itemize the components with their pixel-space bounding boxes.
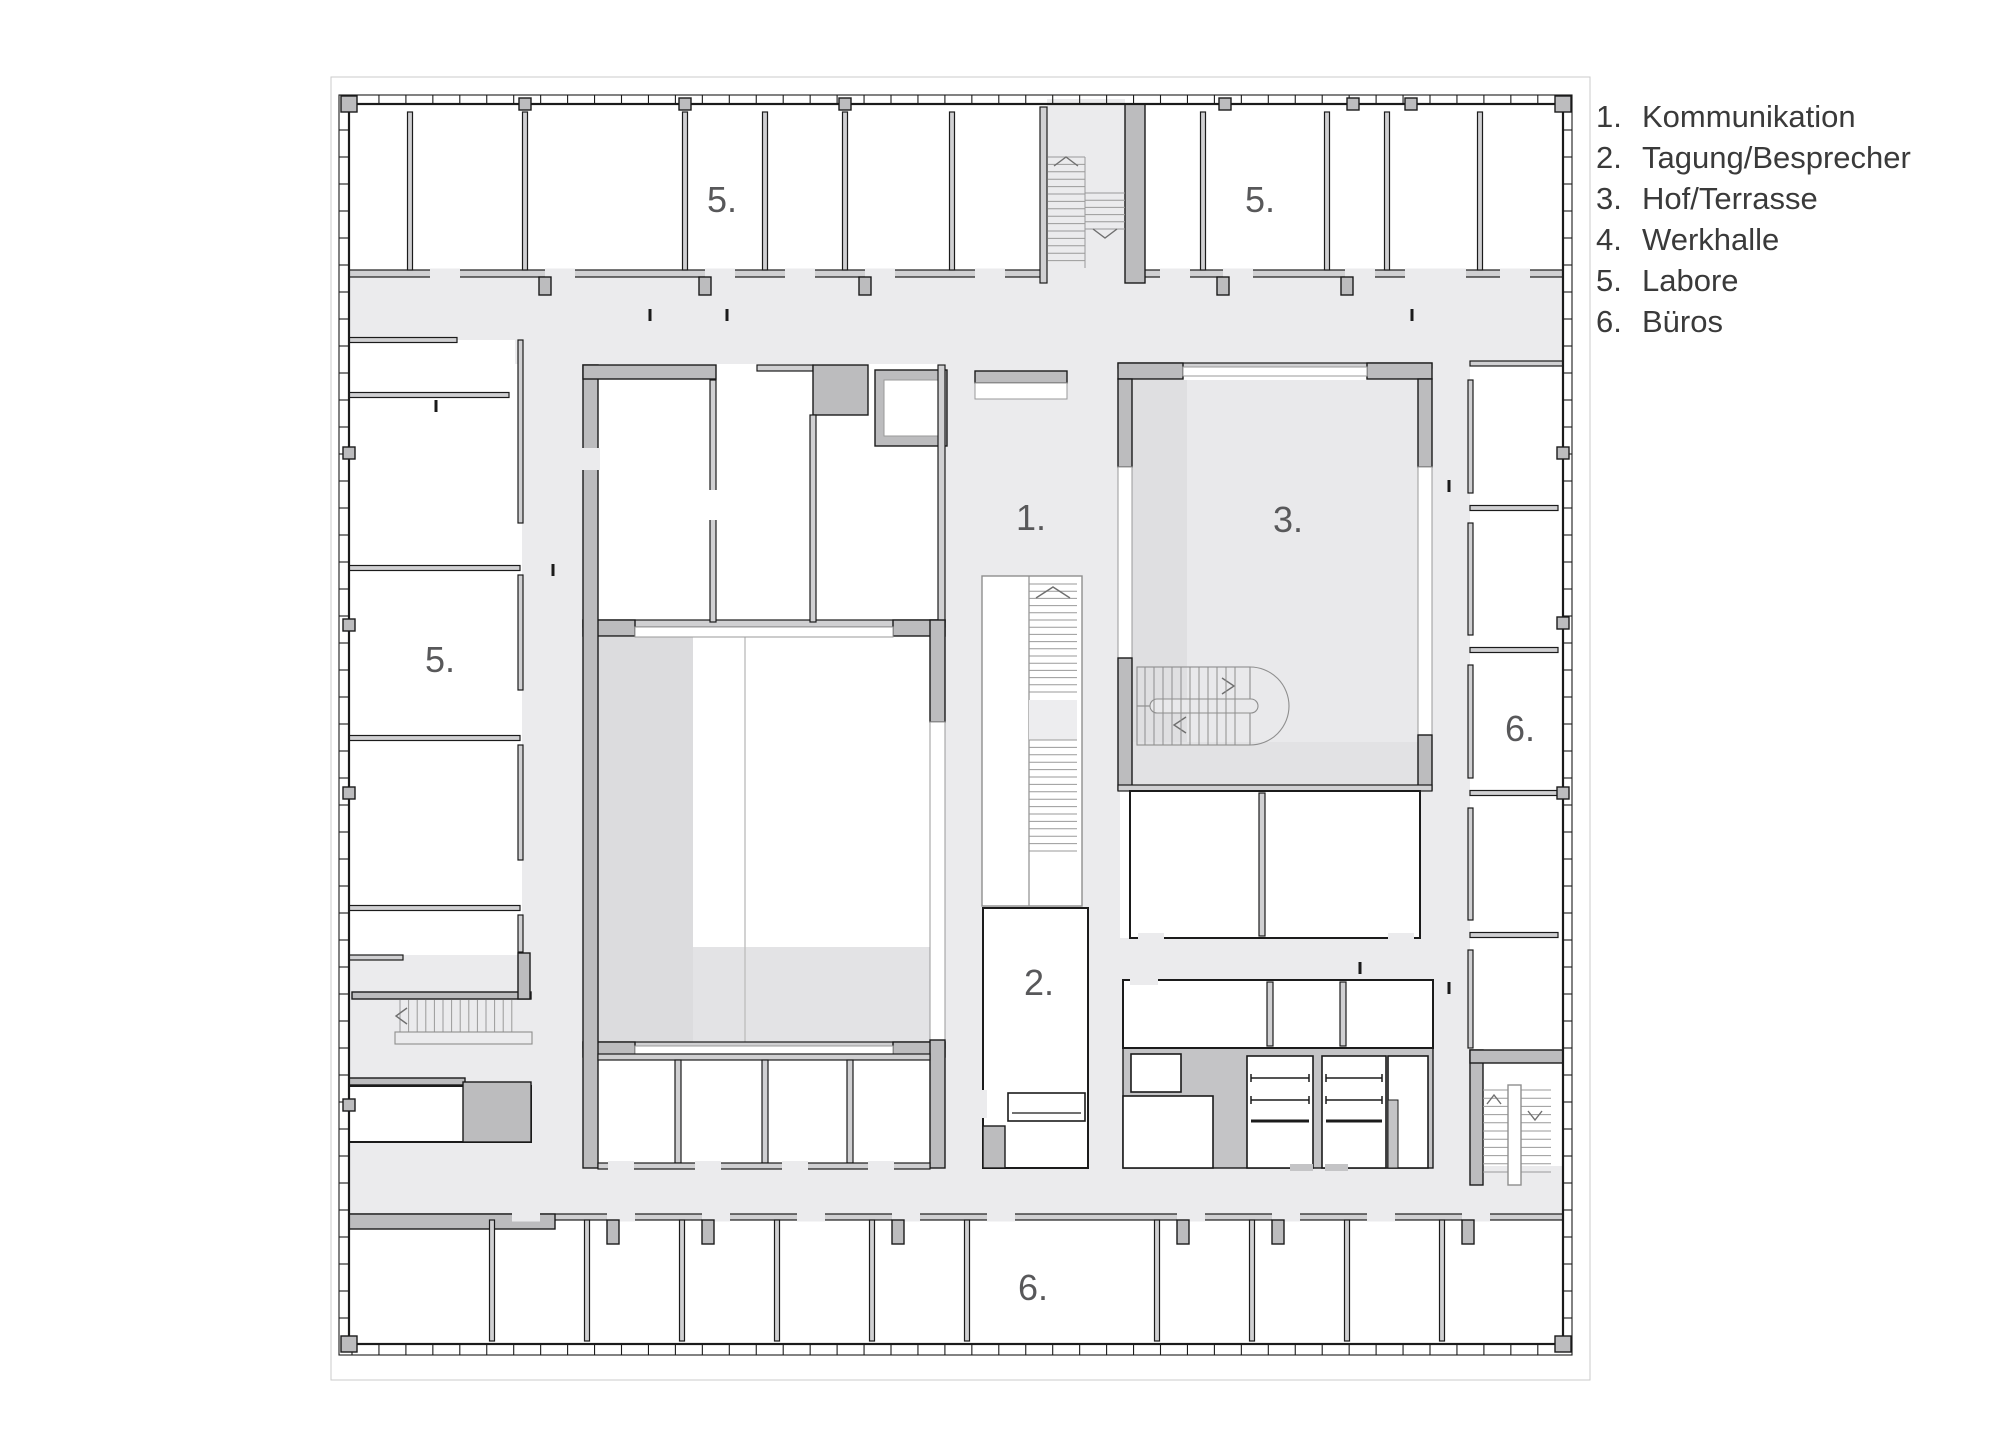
legend-number: 3. [1596,181,1622,216]
legend-label: Kommunikation [1642,99,1856,134]
top-rooms [348,111,1564,296]
bottom-rooms [348,1212,1564,1342]
courtyard-stair [1136,666,1290,746]
room-label-hof-terrasse: 3. [1273,499,1303,540]
legend-label: Tagung/Besprecher [1642,140,1911,175]
legend-number: 5. [1596,263,1622,298]
legend-number: 6. [1596,304,1622,339]
legend-number: 4. [1596,222,1622,257]
room-tagung [982,907,1089,1169]
legend-label: Labore [1642,263,1739,298]
room-labels: 5. 5. 5. 1. 3. 6. 2. 6. [425,179,1535,1308]
room-label-labore-left: 5. [425,639,455,680]
stair-bottom-right [1469,1049,1564,1186]
wc-room [1246,1055,1314,1169]
legend-item-hof-terrasse: 3. Hof/Terrasse [1596,178,1911,219]
right-rooms [1467,360,1564,1186]
stair-elevator-shaft [981,575,1083,907]
room-label-bueros-right: 6. [1505,708,1535,749]
inner-block-werkhalle [581,364,948,1171]
legend-item-bueros: 6. Büros [1596,301,1911,342]
left-rooms [348,336,533,1143]
wc-room [1321,1055,1387,1169]
legend-label: Büros [1642,304,1723,339]
legend-item-kommunikation: 1. Kommunikation [1596,96,1911,137]
legend-label: Werkhalle [1642,222,1780,257]
service-core [1122,977,1434,1171]
courtyard-hof-terrasse [1117,362,1433,792]
legend-item-labore: 5. Labore [1596,260,1911,301]
legend-item-werkhalle: 4. Werkhalle [1596,219,1911,260]
room-label-tagung: 2. [1024,962,1054,1003]
legend-label: Hof/Terrasse [1642,181,1818,216]
central-core [974,370,1089,1169]
sideboard [974,370,1068,384]
rooms-below-courtyard [1129,790,1421,942]
stair-top-center [1039,103,1146,284]
room-label-labore-top-right: 5. [1245,179,1275,220]
legend-item-tagung: 2. Tagung/Besprecher [1596,137,1911,178]
room-label-labore-top-left: 5. [707,179,737,220]
drawing-frame [330,76,1591,1381]
stair-bottom-left [351,952,533,1045]
table [1007,1092,1086,1122]
facade [338,94,1573,1356]
legend-number: 2. [1596,140,1622,175]
legend-number: 1. [1596,99,1622,134]
legend: 1. Kommunikation 2. Tagung/Besprecher 3. Ho… [1596,96,1911,342]
door-marks [434,309,1451,994]
shaft-block [462,1081,532,1143]
room-label-kommunikation: 1. [1016,497,1046,538]
room-label-bueros-bottom: 6. [1018,1267,1048,1308]
